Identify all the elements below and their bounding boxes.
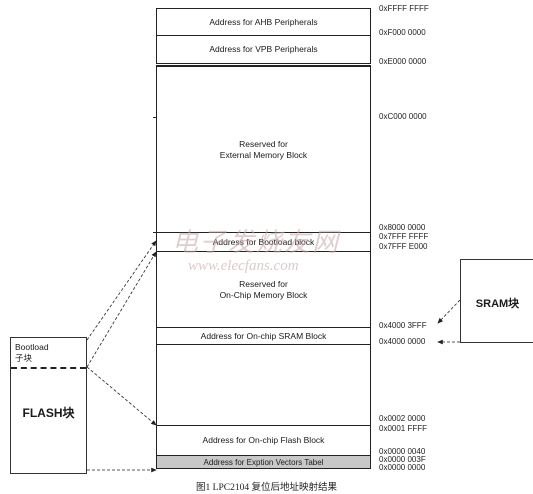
sram-label: Address for On-chip SRAM Block — [200, 330, 327, 341]
address-label: 0x8000 0000 — [379, 223, 426, 232]
watermark-url: www.elecfans.com — [188, 258, 299, 274]
reserved-onchip-label-1: Reserved for — [239, 278, 288, 289]
address-label: 0xC000 0000 — [379, 112, 427, 121]
reserved-onchip-label-2: On-Chip Memory Block — [219, 289, 308, 300]
reserved-external-label-1: Reserved for — [239, 138, 288, 149]
ahb-block: Address for AHB Peripherals — [156, 8, 371, 36]
reserved-external-label-2: External Memory Block — [219, 149, 308, 160]
vpb-label: Address for VPB Peripherals — [209, 44, 318, 54]
address-label: 0x0001 FFFF — [379, 424, 428, 433]
arrow-bootload-lower — [86, 251, 157, 368]
arrow-sram-upper — [437, 299, 461, 324]
watermark-cn: 电子发烧友网 — [172, 228, 341, 257]
address-label: 0x7FFF FFFF — [379, 232, 429, 241]
flash-block: Address for On-chip Flash Block — [156, 425, 371, 456]
unused-block — [156, 344, 371, 426]
vpb-block: Address for VPB Peripherals — [156, 35, 371, 64]
address-label: 0x0000 0040 — [379, 447, 426, 456]
address-label: 0xE000 0000 — [379, 57, 427, 66]
address-label: 0x0000 003F — [379, 455, 426, 464]
address-label: 0xFFFF FFFF — [379, 4, 429, 13]
figure-caption: 图1 LPC2104 复位后地址映射结果 — [196, 483, 337, 493]
flash-label: Address for On-chip Flash Block — [202, 435, 325, 445]
address-label: 0x0000 0000 — [379, 463, 426, 472]
bootload-subblock-label-1: Bootload — [15, 342, 49, 352]
arrow-flash — [86, 366, 157, 426]
bootload-subblock-label-2: 子块 — [15, 353, 33, 363]
arrow-bootload-upper — [86, 240, 157, 341]
ahb-label: Address for AHB Peripherals — [209, 16, 318, 27]
sram-box-label: SRAM块 — [475, 298, 520, 310]
bootload-label: Address for Bootload block — [212, 236, 315, 247]
reserved-external-block: Reserved for External Memory Block — [156, 65, 371, 233]
address-label: 0x7FFF E000 — [379, 242, 428, 251]
address-label: 0x4000 0000 — [379, 337, 426, 346]
vectors-label: Address for Exption Vectors Tabel — [203, 457, 324, 467]
flash-divider — [11, 367, 86, 369]
flash-box-label: FLASH块 — [22, 406, 75, 420]
vectors-block: Address for Exption Vectors Tabel — [156, 455, 371, 469]
address-label: 0xF000 0000 — [379, 28, 426, 37]
sram-box: SRAM块 — [460, 259, 533, 343]
address-label: 0x4000 3FFF — [379, 321, 427, 330]
address-label: 0x0002 0000 — [379, 414, 426, 423]
flash-box: Bootload 子块 FLASH块 — [10, 337, 87, 474]
tick-mark — [153, 232, 157, 233]
tick-mark — [153, 117, 157, 118]
